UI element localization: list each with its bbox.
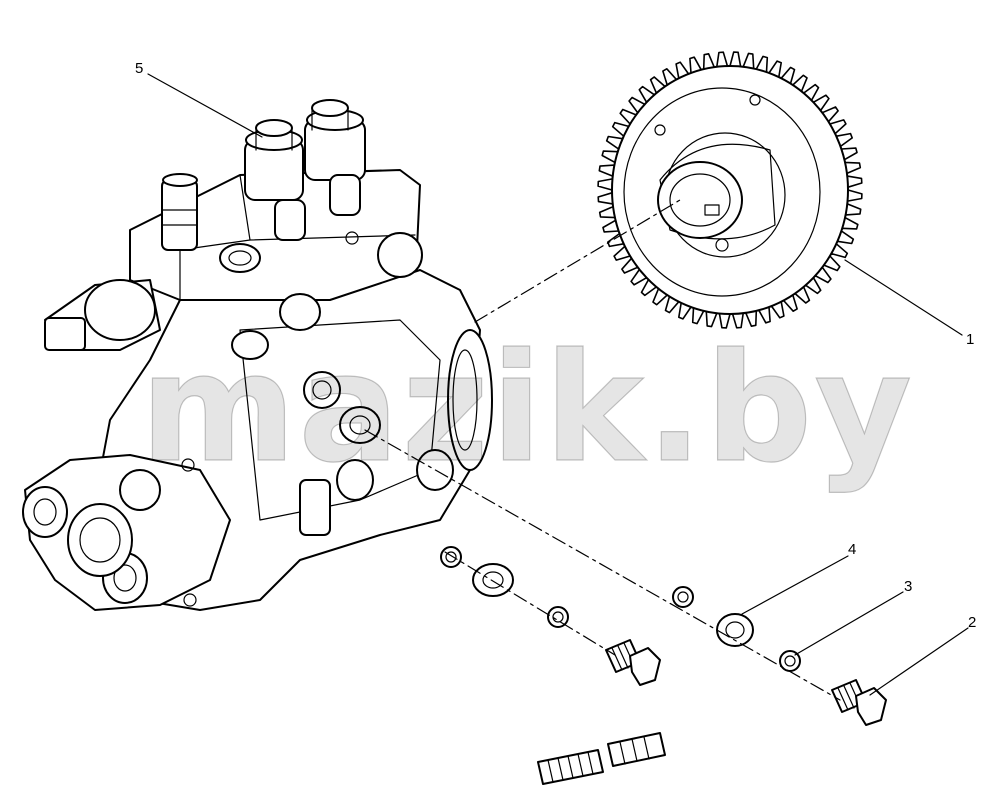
sealing-washers [440, 546, 801, 672]
feed-pump-cover [22, 454, 231, 611]
pipe-sleeve-left [537, 749, 604, 785]
callout-4: 4 [848, 541, 856, 558]
gear-part [597, 51, 863, 329]
watermark-text: mazik.by [140, 322, 914, 496]
banjo-bolt-left [605, 639, 661, 686]
washer [672, 586, 694, 608]
metering-unit [44, 279, 161, 351]
callout-3: 3 [904, 578, 912, 595]
banjo-eye-upper [472, 563, 514, 597]
callout-5: 5 [135, 60, 143, 77]
banjo-eye-lower [716, 613, 754, 647]
assembly-lines [364, 199, 841, 701]
callout-2: 2 [968, 614, 976, 631]
oil-pipe-part [465, 563, 754, 785]
injection-pump-assembly [22, 99, 493, 611]
washer [547, 606, 569, 628]
callout-1: 1 [966, 331, 974, 348]
washer [440, 546, 462, 568]
leader-lines [147, 73, 969, 696]
pressure-fitting-left [244, 119, 304, 201]
pipe-sleeve-right [607, 732, 666, 767]
pressure-valve [161, 173, 198, 251]
banjo-bolt-right [831, 679, 887, 726]
pressure-fitting-right [304, 99, 366, 181]
